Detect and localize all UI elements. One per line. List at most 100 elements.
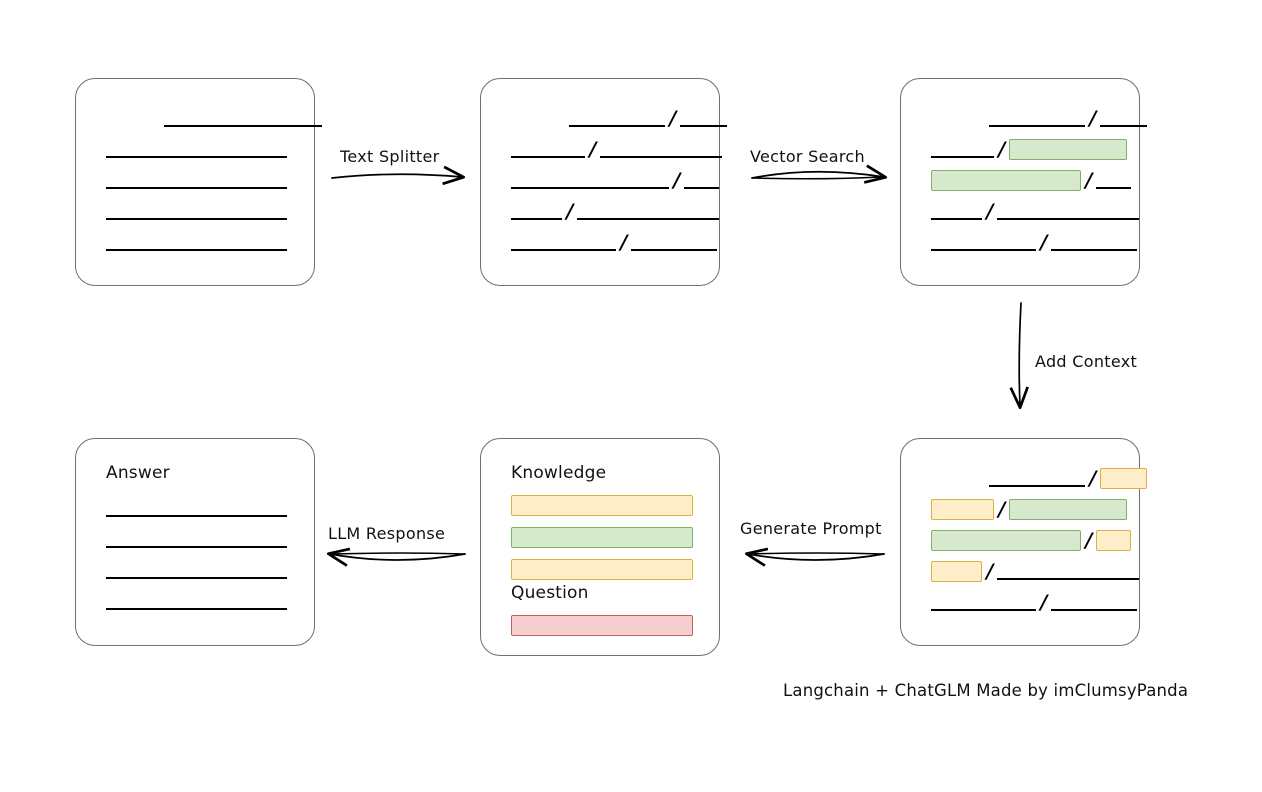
text-line [989,467,1085,489]
content-row: / [511,230,718,254]
text-line [106,138,287,160]
question-bar-1 [511,615,693,636]
chunk-chip-green [931,530,1081,551]
arrow-text-splitter [331,165,466,186]
chunk-chip-green [1009,139,1128,160]
text-line [511,138,585,160]
content-row: / [931,497,1128,521]
text-line [106,169,287,191]
slash-separator: / [620,230,628,254]
edge-label-add-context: Add Context [1035,352,1138,371]
context-chunks-rows: / / / / / [901,439,1148,645]
text-line [684,169,720,191]
content-row: / [931,590,1138,614]
slash-separator: / [669,106,677,130]
content-row [106,138,287,160]
node-split-chunks[interactable]: / / / / / [480,78,728,286]
text-line [577,200,720,222]
text-line [1051,591,1138,613]
content-row [106,590,287,612]
content-row: / [511,199,720,223]
answer-title: Answer [106,463,170,483]
text-line [1096,169,1132,191]
content-row [106,200,287,222]
text-line [631,231,718,253]
text-line [106,528,287,550]
content-row [106,107,322,129]
text-line [931,200,982,222]
slash-separator: / [1089,466,1097,490]
node-source-document[interactable] [75,78,322,286]
content-row [106,559,287,581]
knowledge-bar-1 [511,495,693,516]
node-vector-matches[interactable]: / / / / / [900,78,1148,286]
content-row [106,528,287,550]
chunk-chip-green [1009,499,1128,520]
text-line [106,559,287,581]
content-row: / [511,106,728,130]
node-context-chunks[interactable]: / / / / / [900,438,1148,646]
text-line [164,107,322,129]
chunk-chip-yellow [931,499,994,520]
split-chunks-rows: / / / / / [481,79,728,285]
knowledge-label: Knowledge [511,463,607,483]
text-line [997,200,1140,222]
slash-separator: / [673,168,681,192]
content-row: / [931,168,1132,192]
node-answer[interactable]: Answer [75,438,315,646]
content-row: / [931,138,1128,160]
slash-separator: / [1085,528,1093,552]
text-line [106,231,287,253]
slash-separator: / [1085,168,1093,192]
chunk-chip-yellow [1100,468,1148,489]
slash-separator: / [566,199,574,223]
content-row [106,169,287,191]
text-line [1100,107,1148,129]
content-row: / [931,528,1132,552]
node-prompt[interactable]: Knowledge Question [480,438,720,656]
text-line [106,590,287,612]
arrow-add-context [1009,302,1029,410]
text-line [106,497,287,519]
answer-rows [76,439,314,645]
chunk-chip-yellow [931,561,982,582]
text-line [931,138,994,160]
text-line [931,231,1036,253]
slash-separator: / [986,559,994,583]
arrow-vector-search [751,164,888,184]
edge-label-llm-response: LLM Response [328,524,446,543]
text-line [1051,231,1138,253]
content-row: / [931,466,1148,490]
vector-matches-rows: / / / / / [901,79,1148,285]
content-row: / [931,106,1148,130]
edge-label-text-splitter: Text Splitter [340,147,440,166]
text-line [931,591,1036,613]
text-line [511,169,669,191]
content-row: / [931,559,1140,583]
credit-text: Langchain + ChatGLM Made by imClumsyPand… [783,681,1189,700]
chunk-chip-green [931,170,1081,191]
question-label: Question [511,583,589,603]
content-row: / [511,138,723,160]
content-row: / [931,199,1140,223]
text-line [600,138,723,160]
knowledge-bar-2 [511,527,693,548]
arrow-llm-response [326,547,466,567]
text-line [511,231,616,253]
content-row: / [511,168,720,192]
text-line [997,560,1140,582]
slash-separator: / [1040,590,1048,614]
slash-separator: / [998,497,1006,521]
knowledge-bar-3 [511,559,693,580]
content-row [106,231,287,253]
edge-label-generate-prompt: Generate Prompt [740,519,882,538]
content-row [106,497,287,519]
source-document-rows [76,79,322,285]
slash-separator: / [1089,106,1097,130]
text-line [511,200,562,222]
slash-separator: / [986,199,994,223]
arrow-generate-prompt [744,547,885,567]
content-row: / [931,231,1138,253]
text-line [106,200,287,222]
